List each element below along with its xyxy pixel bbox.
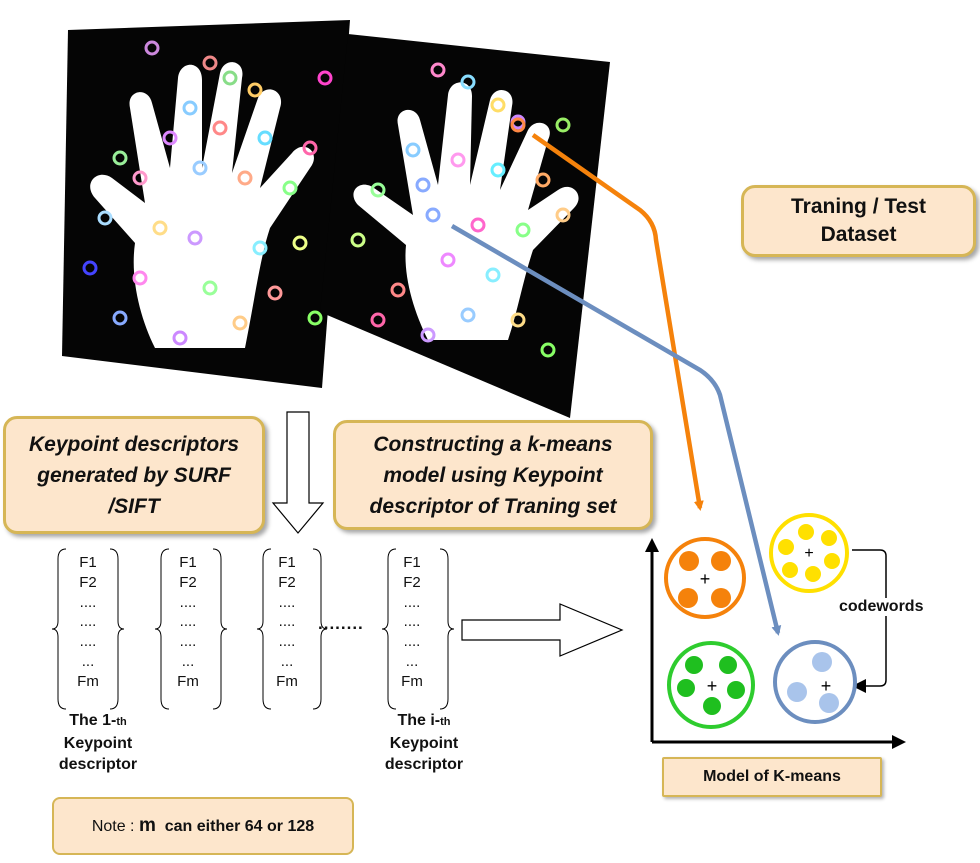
svg-text:+: + [707,676,718,696]
vector-entry: F1 [79,554,97,571]
note-prefix: Note : [91,818,139,835]
cluster-green: + [667,641,755,729]
vector-entry: F2 [278,573,296,591]
note-box: Note : m can either 64 or 128 [52,797,354,855]
vector-entry: ... [405,652,419,670]
vector-entry: F1 [179,554,197,571]
down-arrow-icon [271,411,325,534]
vector-entry: F1 [278,554,296,571]
vector-entry: .... [179,593,197,611]
caption-ith-rest: Keypoint descriptor [384,735,464,773]
cluster-orange: + [664,537,746,619]
svg-text:+: + [700,569,711,589]
vector-entry: .... [179,633,197,651]
hand-keypoint-image-1 [62,20,350,388]
descriptor-vector-i: F1 F2 .... .... .... ... Fm [392,553,432,692]
note-text: Note : m can either 64 or 128 [92,815,314,837]
caption-ith-prefix: The i- [397,712,441,729]
vector-entry: F2 [79,573,97,591]
vector-entry: Fm [401,672,423,690]
vector-entry: F2 [179,573,197,591]
descriptor-vector-3: F1 F2 .... .... .... ... Fm [267,553,307,692]
caption-ith-sub: th [440,716,451,728]
vector-entry: F2 [403,573,421,591]
vector-entry: .... [403,593,421,611]
dataset-box: Traning / Test Dataset [741,185,976,257]
vector-entry: ... [81,652,95,670]
vector-entry: Fm [276,672,298,690]
kmeans-construction-label: Constructing a k-means model using Keypo… [369,432,617,518]
caption-ith-descriptor: The i-th Keypoint descriptor [354,710,494,775]
keypoint-descriptor-label: Keypoint descriptors generated by SURF /… [28,432,240,518]
vector-entry: .... [79,613,97,631]
vector-entry: .... [278,633,296,651]
model-kmeans-box: Model of K-means [662,757,882,797]
vector-entry: ... [280,652,294,670]
caption-first-rest: Keypoint descriptor [58,735,138,773]
keypoint-descriptor-box: Keypoint descriptors generated by SURF /… [3,416,265,534]
vector-entry: .... [278,593,296,611]
note-m: m [138,815,156,836]
vector-entry: F1 [403,554,421,571]
dataset-label: Traning / Test Dataset [791,195,926,246]
descriptor-vector-2: F1 F2 .... .... .... ... Fm [168,553,208,692]
hand-keypoint-image-2 [320,34,610,418]
ellipsis-dots: ........ [318,614,364,633]
svg-text:+: + [804,545,813,562]
caption-first-descriptor: The 1-th Keypoint descriptor [28,710,168,775]
caption-first-prefix: The 1- [69,712,117,729]
codewords-label: codewords [837,598,926,616]
vector-entry: .... [278,613,296,631]
cluster-yellow: + [769,513,849,593]
kmeans-construction-box: Constructing a k-means model using Keypo… [333,420,653,530]
caption-first-sub: th [116,716,127,728]
vector-entry: ... [181,652,195,670]
vector-entry: Fm [177,672,199,690]
vector-entry: .... [403,613,421,631]
note-suffix: can either 64 or 128 [155,818,315,835]
svg-text:+: + [821,676,832,696]
vector-entry: Fm [77,672,99,690]
vector-entry: .... [79,593,97,611]
right-arrow-icon [461,603,624,657]
vector-entry: .... [403,633,421,651]
vector-entry: .... [79,633,97,651]
vector-entry: .... [179,613,197,631]
vector-brackets [51,548,455,710]
cluster-blue: + [773,640,857,724]
descriptor-vector-1: F1 F2 .... .... .... ... Fm [68,553,108,692]
model-kmeans-label: Model of K-means [703,768,841,785]
